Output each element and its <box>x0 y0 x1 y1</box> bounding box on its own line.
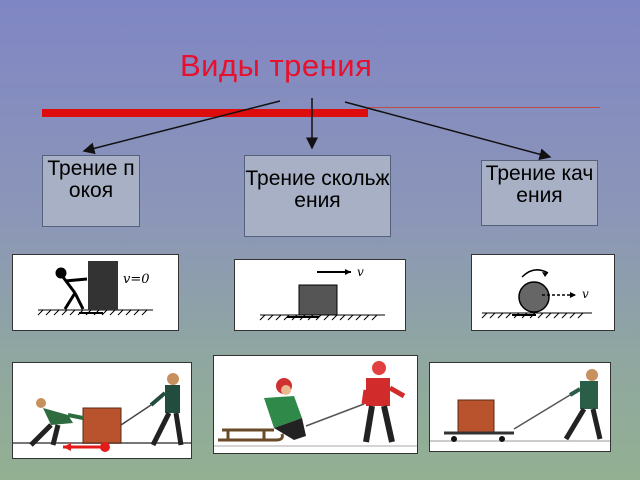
crate-shape <box>88 261 118 310</box>
wheel-shape <box>518 281 550 313</box>
person-pulling-icon <box>361 361 406 443</box>
ground-hatch <box>259 314 385 321</box>
rolling-friction-diagram: v <box>471 254 615 331</box>
child-on-sled-icon <box>264 378 306 440</box>
crate-shape <box>82 407 122 444</box>
person-pulling-icon <box>563 369 603 441</box>
arrow-to-rest <box>82 100 281 155</box>
sliding-friction-diagram: v <box>234 259 406 331</box>
person-pushing-icon <box>55 267 88 310</box>
rest-friction-illustration <box>12 362 192 459</box>
title-underline-bar <box>42 109 368 117</box>
person-pushing-icon <box>29 398 84 447</box>
rolling-friction-box: Трение качения <box>481 160 598 226</box>
velocity-label: v <box>582 287 589 301</box>
cart-shape <box>444 431 514 442</box>
rest-friction-box: Трение покоя <box>42 155 140 227</box>
rope-line <box>305 403 365 427</box>
velocity-label: v <box>357 265 364 279</box>
sliding-friction-box: Трение скольжения <box>244 155 391 237</box>
arrow-to-rolling <box>344 101 552 161</box>
ground-hatch <box>481 312 592 319</box>
slide-title: Виды трения <box>180 48 373 83</box>
rotation-arrow <box>521 269 549 278</box>
person-pulling-icon <box>149 373 184 447</box>
crate-shape <box>457 399 495 434</box>
rope-line <box>513 394 571 430</box>
rolling-friction-illustration <box>429 362 611 452</box>
velocity-label: v=0 <box>123 272 150 287</box>
sled-shape <box>218 428 284 442</box>
rest-friction-diagram: v=0 <box>12 254 179 331</box>
sliding-friction-illustration <box>213 355 418 454</box>
crate-shape <box>298 284 338 316</box>
rope-line <box>120 404 152 426</box>
title-underline-thin <box>368 107 600 108</box>
